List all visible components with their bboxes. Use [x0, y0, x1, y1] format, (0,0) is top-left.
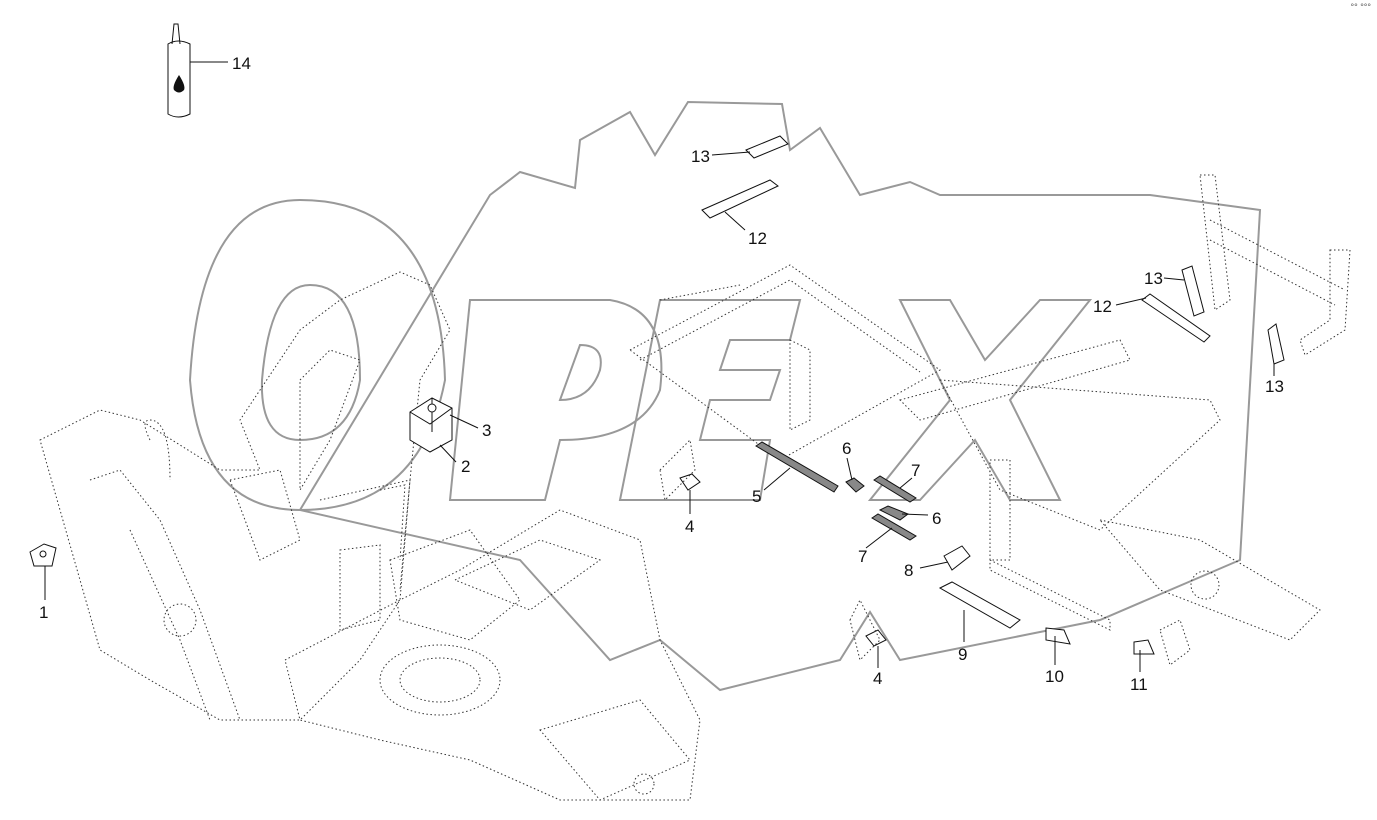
callout-10: 10	[1045, 667, 1064, 686]
watermark-letter-o	[188, 198, 447, 512]
callout-13c: 13	[1265, 377, 1284, 396]
watermark	[188, 100, 1262, 692]
callout-2: 2	[461, 457, 470, 476]
pad-part-10	[1045, 627, 1071, 645]
bracket-part-2-3	[409, 397, 453, 453]
callout-12b: 12	[1093, 297, 1112, 316]
callout-3: 3	[482, 421, 491, 440]
pad-part-13-right-bottom	[1267, 323, 1285, 365]
callout-5: 5	[752, 487, 761, 506]
strip-part-7-lower	[871, 513, 917, 541]
strip-part-9	[938, 581, 1021, 629]
callout-6a: 6	[842, 439, 851, 458]
pad-part-4-upper	[679, 473, 701, 491]
callout-14: 14	[232, 54, 251, 73]
sealant-tube-part-14	[167, 23, 191, 118]
watermark-gear	[298, 100, 1262, 692]
callout-7a: 7	[911, 461, 920, 480]
strip-part-12-right	[1141, 293, 1211, 343]
pad-part-8	[943, 545, 971, 571]
watermark-letter-x	[867, 299, 1093, 501]
pad-part-13-right-top	[1181, 265, 1205, 317]
callout-8: 8	[904, 561, 913, 580]
callout-6b: 6	[932, 509, 941, 528]
pad-part-11	[1133, 639, 1155, 655]
pad-part-6-upper	[845, 477, 865, 493]
callout-9: 9	[958, 645, 967, 664]
callout-4a: 4	[685, 517, 694, 536]
tank-assembly	[284, 509, 701, 801]
strip-part-7-upper	[873, 475, 917, 503]
leader-lines	[44, 61, 1275, 672]
callout-13a: 13	[691, 147, 710, 166]
watermark-letter-p	[448, 299, 663, 501]
callout-11: 11	[1130, 675, 1148, 694]
callout-labels: 1 2 3 4 4 5 6 6 7 7 8 9 10 11 12 12 13 1…	[39, 54, 1284, 694]
machine-body-left	[39, 271, 451, 721]
strip-part-5	[755, 441, 839, 493]
callout-7b: 7	[858, 547, 867, 566]
watermark-letter-e	[618, 299, 802, 501]
callout-1: 1	[39, 603, 48, 622]
chassis-frame	[629, 174, 1351, 641]
callout-4b: 4	[873, 669, 882, 688]
strip-part-12-upper	[701, 179, 779, 219]
callout-13b: 13	[1144, 269, 1163, 288]
corner-mark: °° °°°	[1350, 2, 1372, 12]
callout-12a: 12	[748, 229, 767, 248]
pad-part-13-upper	[745, 135, 789, 159]
pad-part-4-lower	[865, 629, 887, 647]
plate-hole	[39, 550, 47, 558]
